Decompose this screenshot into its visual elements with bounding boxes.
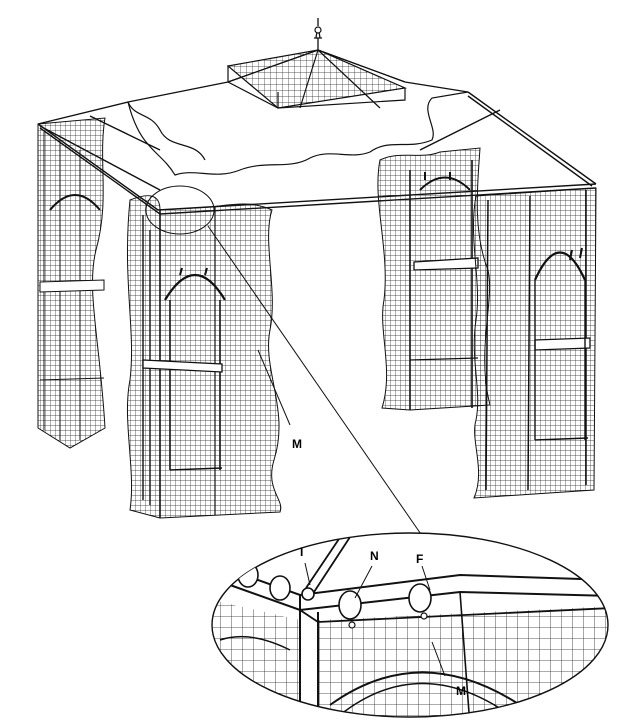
panel-left-back xyxy=(37,117,106,449)
label-m-detail: M xyxy=(456,684,466,698)
panel-front-left xyxy=(126,195,282,519)
label-i: I xyxy=(300,545,304,559)
detail-callout xyxy=(145,185,426,541)
label-n: N xyxy=(370,549,379,563)
label-f: F xyxy=(416,552,424,566)
label-m-main: M xyxy=(292,437,302,451)
m-leader-line xyxy=(257,349,291,426)
roof-canopy xyxy=(127,18,469,176)
panel-back-right xyxy=(377,147,491,411)
detail-magnifier xyxy=(211,532,609,718)
panel-right-front xyxy=(472,187,597,499)
